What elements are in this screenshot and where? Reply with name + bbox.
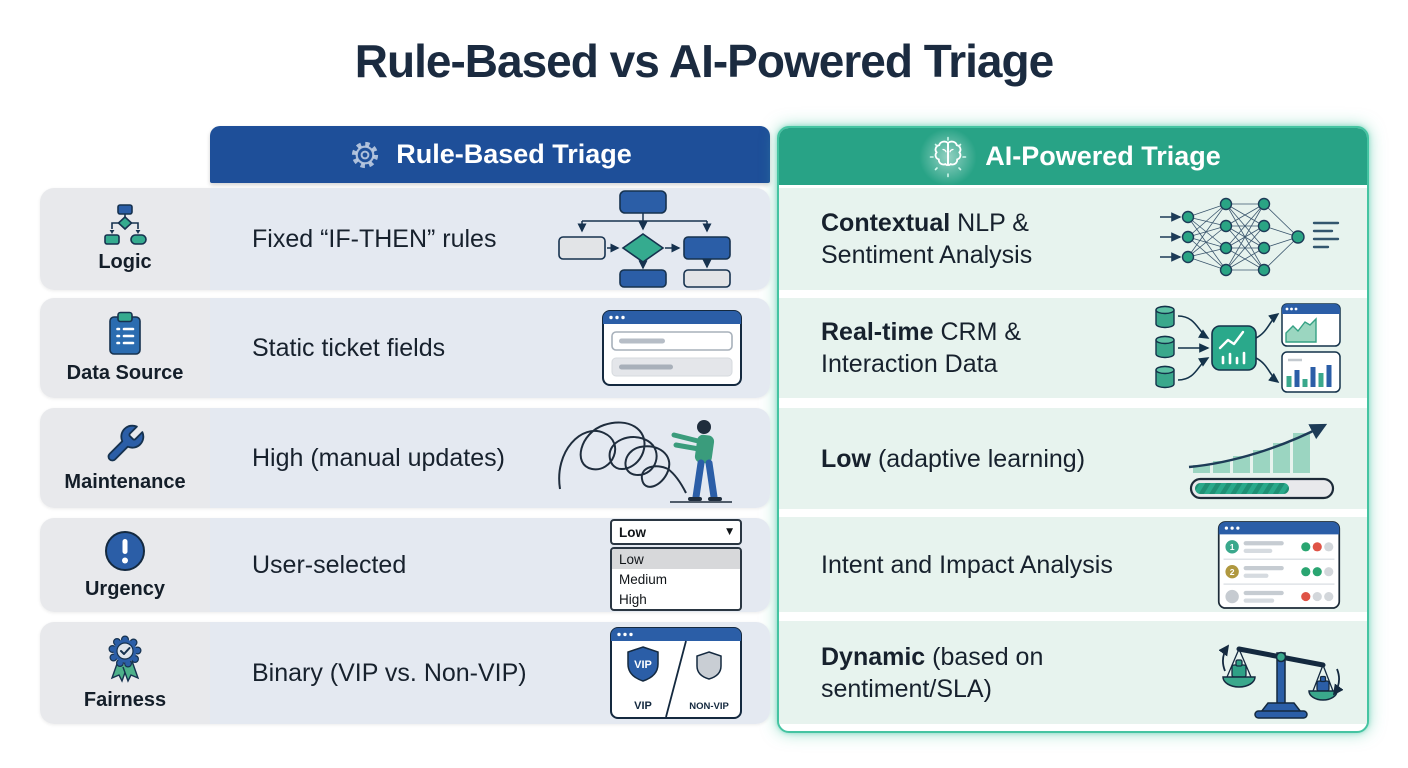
row-label-fairness: Fairness bbox=[40, 622, 210, 724]
row-maintenance: Maintenance High (manual updates) bbox=[40, 408, 770, 508]
tangled-wire-illustration bbox=[558, 419, 732, 503]
row-label-logic: Logic bbox=[40, 188, 210, 290]
gear-icon bbox=[352, 141, 379, 168]
ai-text-logic: Contextual NLP & Sentiment Analysis bbox=[821, 209, 1033, 269]
rule-based-header-label: Rule-Based Triage bbox=[396, 139, 632, 169]
rule-cell-logic: Fixed “IF-THEN” rules bbox=[210, 188, 770, 290]
rule-text-urgency: User-selected bbox=[252, 550, 407, 579]
ai-cell-urgency: Intent and Impact Analysis 1 2 bbox=[779, 517, 1367, 612]
static-form-illustration bbox=[602, 310, 742, 386]
exclamation-icon bbox=[105, 531, 145, 571]
ai-powered-header-label: AI-Powered Triage bbox=[985, 141, 1221, 171]
flowchart-icon bbox=[104, 204, 147, 245]
svg-text:NON-VIP: NON-VIP bbox=[689, 701, 729, 712]
clipboard-icon bbox=[109, 311, 141, 355]
brain-glow bbox=[919, 128, 978, 186]
data-flow-illustration bbox=[1155, 303, 1341, 393]
balance-scale-illustration bbox=[1219, 644, 1343, 719]
dropdown-option: High bbox=[619, 591, 647, 607]
rule-cell-urgency: User-selected Low ▼ Low Medium High bbox=[210, 518, 770, 612]
ribbon-badge-icon bbox=[108, 635, 142, 683]
ai-text-data-source: Real-time CRM & Interaction Data bbox=[821, 318, 1022, 378]
rule-cell-fairness: Binary (VIP vs. Non-VIP) VIP VIP NON-VIP bbox=[210, 622, 770, 724]
rule-text-logic: Fixed “IF-THEN” rules bbox=[252, 224, 497, 253]
row-urgency: Urgency User-selected Low ▼ Low Medium H… bbox=[40, 518, 770, 612]
rule-text-maintenance: High (manual updates) bbox=[252, 443, 505, 472]
svg-text:2: 2 bbox=[1230, 567, 1235, 577]
vip-split-illustration: VIP VIP NON-VIP bbox=[610, 627, 742, 719]
dropdown-option: Medium bbox=[619, 571, 668, 587]
row-label-data-source: Data Source bbox=[40, 298, 210, 398]
dropdown-selected: Low ▼ bbox=[610, 519, 742, 545]
svg-text:1: 1 bbox=[1230, 542, 1235, 552]
row-logic: Logic Fixed “IF-THEN” rules bbox=[40, 188, 770, 290]
row-label-maintenance: Maintenance bbox=[40, 408, 210, 508]
rule-cell-data-source: Static ticket fields bbox=[210, 298, 770, 398]
adaptive-growth-illustration bbox=[1188, 423, 1335, 499]
flowchart-illustration bbox=[558, 190, 731, 288]
rule-text-data-source: Static ticket fields bbox=[252, 333, 446, 362]
priority-dropdown-illustration: Low ▼ Low Medium High bbox=[610, 519, 742, 611]
wrench-icon bbox=[107, 424, 145, 462]
row-label-text: Fairness bbox=[83, 689, 167, 711]
row-label-text: Maintenance bbox=[64, 471, 186, 493]
row-data-source: Data Source Static ticket fields bbox=[40, 298, 770, 398]
neural-network-illustration bbox=[1160, 197, 1340, 277]
row-label-text: Urgency bbox=[84, 578, 166, 600]
caret-down-icon: ▼ bbox=[726, 527, 733, 537]
ai-cell-logic: Contextual NLP & Sentiment Analysis bbox=[779, 188, 1367, 290]
ai-cell-fairness: Dynamic (based on sentiment/SLA) bbox=[779, 621, 1367, 724]
dropdown-option: Low bbox=[612, 549, 740, 569]
row-label-urgency: Urgency bbox=[40, 518, 210, 612]
row-fairness: Fairness Binary (VIP vs. Non-VIP) VIP VI… bbox=[40, 622, 770, 724]
ai-powered-header: AI-Powered Triage bbox=[779, 128, 1367, 186]
ai-cell-data-source: Real-time CRM & Interaction Data bbox=[779, 298, 1367, 398]
rule-based-header: Rule-Based Triage bbox=[210, 126, 770, 183]
ai-cell-maintenance: Low (adaptive learning) bbox=[779, 408, 1367, 509]
page-title: Rule-Based vs AI-Powered Triage bbox=[354, 35, 1054, 87]
ticket-list-illustration: 1 2 bbox=[1217, 520, 1341, 609]
ai-text-urgency: Intent and Impact Analysis bbox=[821, 550, 1113, 579]
dropdown-options: Low Medium High bbox=[610, 547, 742, 611]
ai-text-fairness: Dynamic (based on sentiment/SLA) bbox=[821, 642, 1044, 703]
rule-text-fairness: Binary (VIP vs. Non-VIP) bbox=[252, 658, 527, 687]
row-label-text: Data Source bbox=[66, 362, 184, 384]
ai-powered-panel: AI-Powered Triage Contextual NLP & Senti… bbox=[777, 126, 1369, 733]
row-label-text: Logic bbox=[98, 251, 152, 273]
rule-cell-maintenance: High (manual updates) bbox=[210, 408, 770, 508]
brain-icon bbox=[919, 128, 978, 186]
svg-text:VIP: VIP bbox=[634, 659, 652, 671]
ai-text-maintenance: Low (adaptive learning) bbox=[821, 444, 1086, 473]
svg-text:VIP: VIP bbox=[634, 700, 652, 712]
